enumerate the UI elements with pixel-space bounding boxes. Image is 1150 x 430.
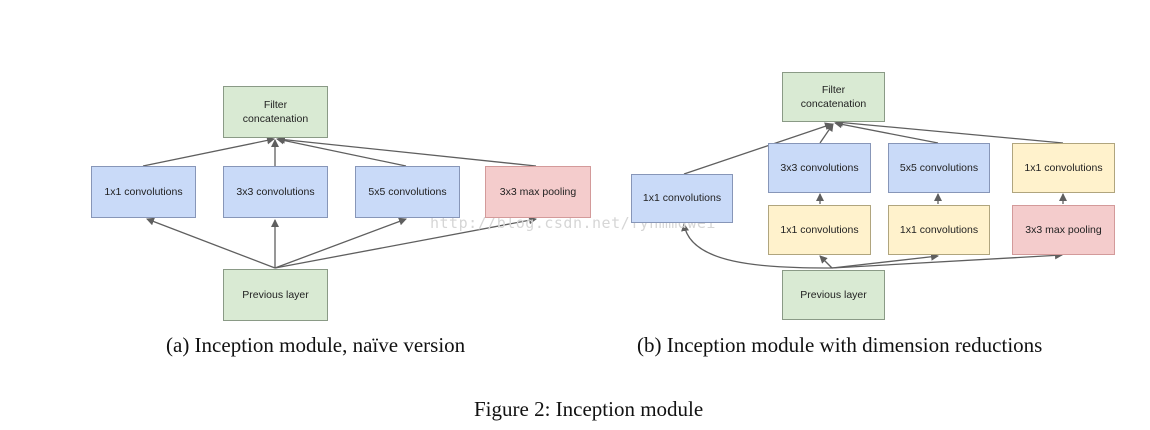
b-3x3-max-pooling-box: 3x3 max pooling — [1012, 205, 1115, 255]
b-1x1-reduce-3x3-box: 1x1 convolutions — [768, 205, 871, 255]
b-5x5-convolutions-box: 5x5 convolutions — [888, 143, 990, 193]
a-filter-concatenation-box: Filter concatenation — [223, 86, 328, 138]
edge-b-prev-to-reduce5x5 — [831, 252, 939, 269]
b-previous-layer-box: Previous layer — [782, 270, 885, 320]
edge-b-5x5-to-concat — [834, 120, 939, 144]
caption-b: (b) Inception module with dimension redu… — [637, 333, 1043, 357]
edge-b-prev-to-1x1 — [681, 223, 833, 269]
edge-a-prev-to-5x5 — [274, 217, 407, 269]
b-1x1-convolutions-box: 1x1 convolutions — [631, 174, 733, 223]
b-filter-concatenation-box: Filter concatenation — [782, 72, 885, 122]
b-3x3-convolutions-box: 3x3 convolutions — [768, 143, 871, 193]
a-previous-layer-box: Previous layer — [223, 269, 328, 321]
figure-caption: Figure 2: Inception module — [474, 397, 704, 421]
edge-a-1x1-to-concat — [142, 136, 275, 167]
edge-b-prev-to-reduce3x3 — [819, 255, 833, 269]
edge-a-5x5-to-concat — [276, 136, 407, 167]
edge-a-pool-to-concat — [277, 135, 537, 167]
edge-b-1x1-to-concat — [683, 122, 833, 175]
a-3x3-max-pooling-box: 3x3 max pooling — [485, 166, 591, 218]
caption-a: (a) Inception module, naïve version — [166, 333, 466, 357]
b-1x1-reduce-5x5-box: 1x1 convolutions — [888, 205, 990, 255]
edge-b-prev-to-pool — [831, 251, 1063, 269]
b-1x1-after-pool-box: 1x1 convolutions — [1012, 143, 1115, 193]
a-5x5-convolutions-box: 5x5 convolutions — [355, 166, 460, 218]
a-3x3-convolutions-box: 3x3 convolutions — [223, 166, 328, 218]
edge-a-prev-to-pool — [274, 216, 537, 269]
a-1x1-convolutions-box: 1x1 convolutions — [91, 166, 196, 218]
edge-a-prev-to-1x1 — [146, 217, 276, 269]
edge-b-1x1pool-to-concat — [835, 118, 1064, 144]
edge-b-3x3-to-concat — [819, 123, 834, 144]
